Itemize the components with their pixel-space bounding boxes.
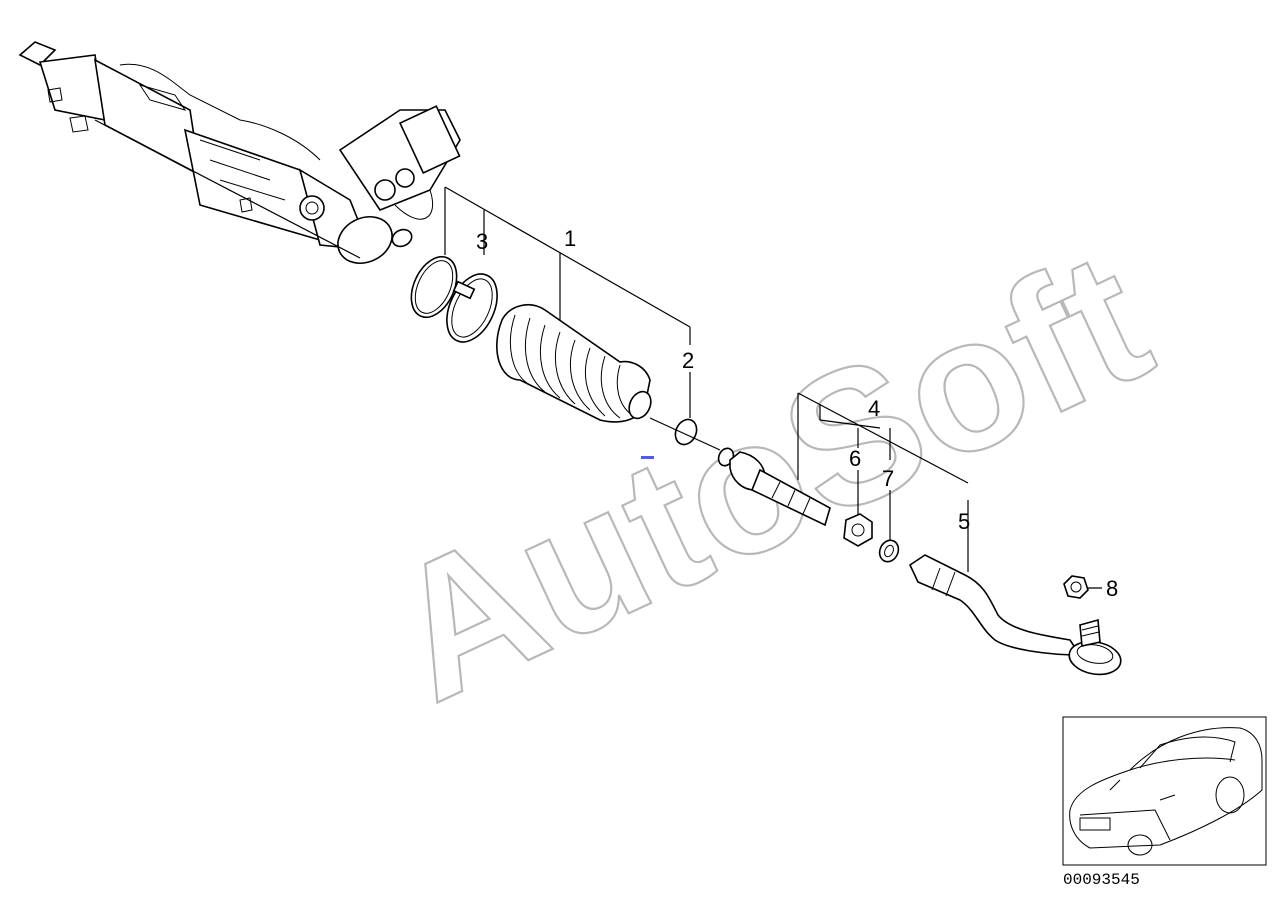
callout-4[interactable]: 4 <box>868 396 880 421</box>
part-bellows-boot <box>496 304 652 423</box>
part-sleeve <box>878 539 900 563</box>
part-ring <box>410 255 458 319</box>
document-number: 00093545 <box>1063 871 1140 889</box>
marker <box>641 456 654 459</box>
callout-6[interactable]: 6 <box>849 446 861 471</box>
part-outer-tie-rod <box>908 554 1122 676</box>
part-inner-tie-rod <box>649 417 831 527</box>
part-locking-nut <box>1063 575 1089 599</box>
callout-8[interactable]: 8 <box>1106 576 1118 601</box>
callout-1[interactable]: 1 <box>564 226 576 251</box>
callout-3[interactable]: 3 <box>476 229 488 254</box>
part-clamp <box>446 273 498 343</box>
callout-5[interactable]: 5 <box>958 509 970 534</box>
callout-7[interactable]: 7 <box>882 466 894 491</box>
callout-2[interactable]: 2 <box>682 348 694 373</box>
part-circlip <box>674 418 698 446</box>
vehicle-thumbnail <box>1062 716 1267 866</box>
part-nut <box>843 513 873 547</box>
steering-rack-housing <box>18 41 461 264</box>
